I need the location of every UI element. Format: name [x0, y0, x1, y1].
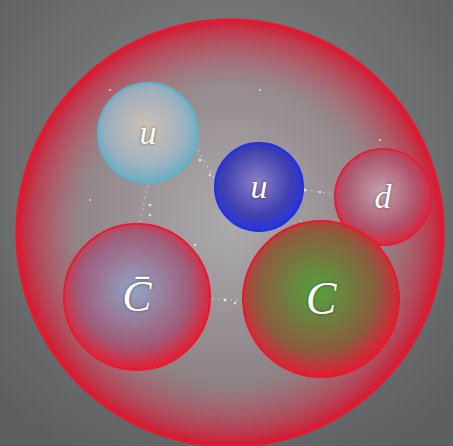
quark-label: u	[140, 116, 157, 150]
quark-node: u	[96, 81, 200, 185]
quark-node: u	[213, 141, 305, 233]
quark-label: u	[251, 170, 268, 204]
quark-label-holder: u	[96, 81, 200, 185]
quark-label-holder: u	[213, 141, 305, 233]
quark-label-holder: C	[241, 219, 401, 379]
quark-label: d	[375, 180, 392, 214]
quark-node: C̄	[62, 222, 212, 372]
quark-node: C	[241, 219, 401, 379]
quark-label: C̄	[122, 275, 151, 319]
quark-label-holder: C̄	[62, 222, 212, 372]
quark-label: C	[306, 276, 337, 322]
